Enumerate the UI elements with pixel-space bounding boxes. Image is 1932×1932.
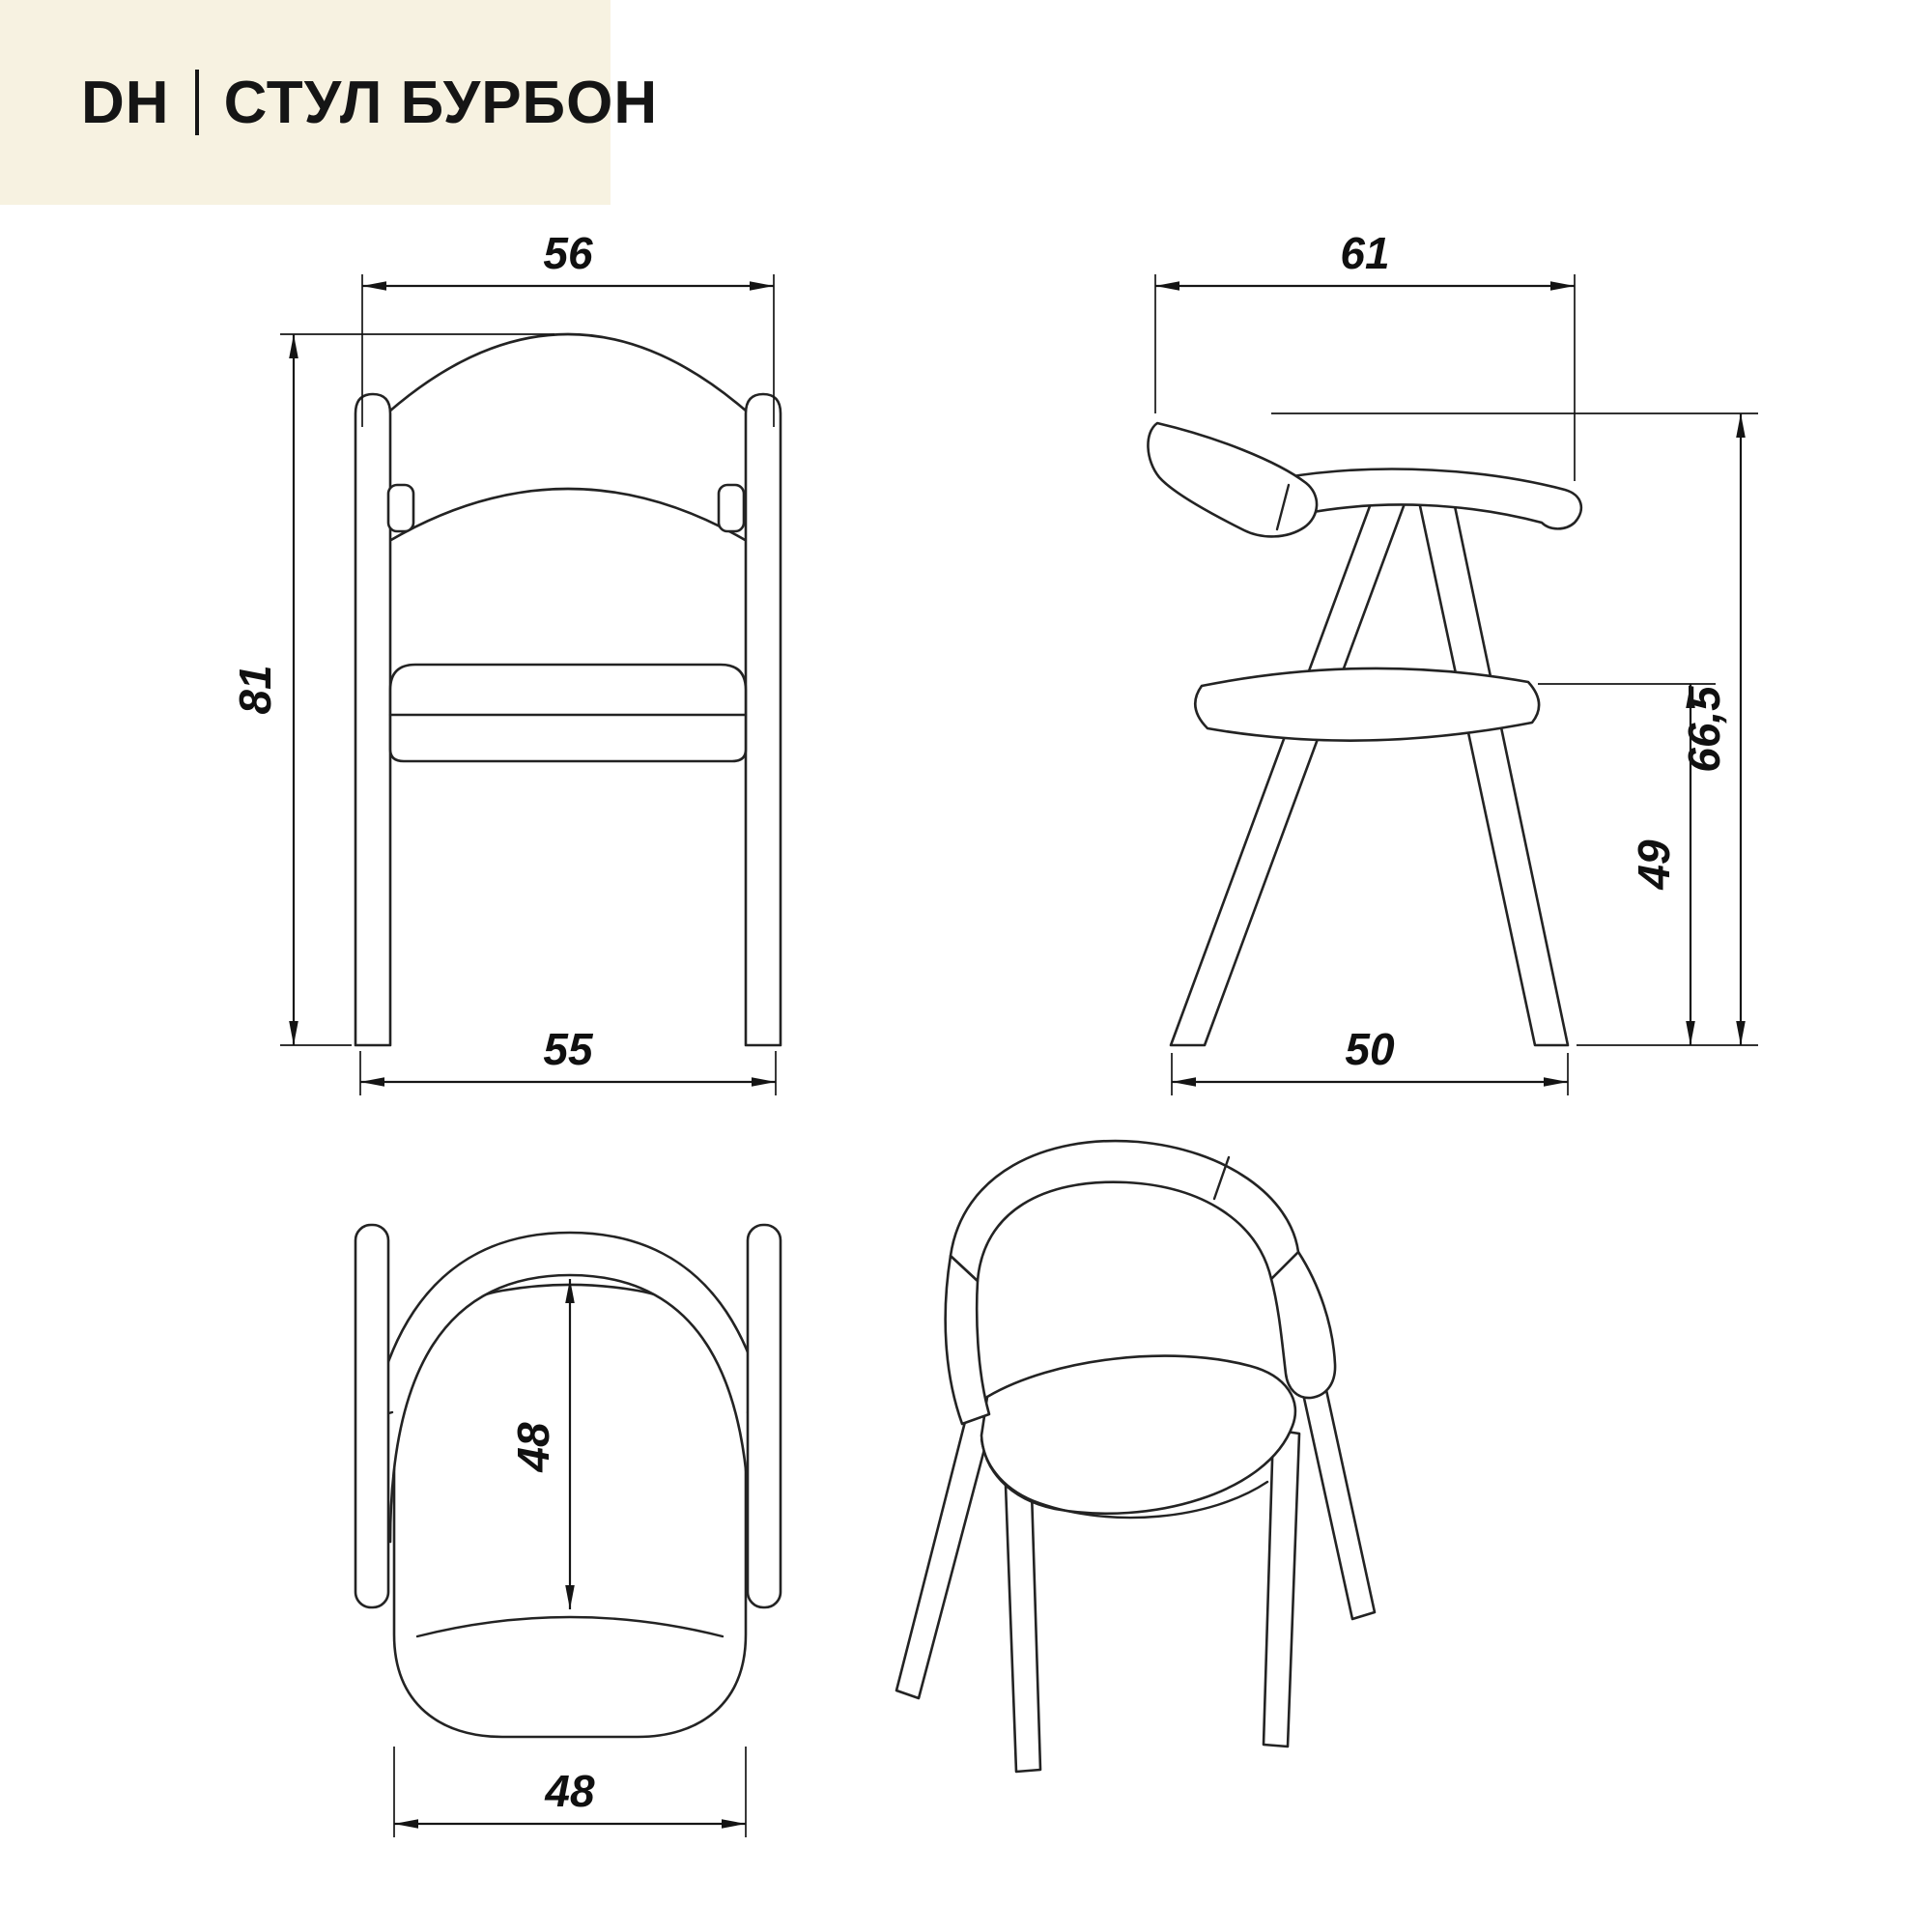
side-seat (1194, 667, 1541, 742)
side-backrest-seam (1275, 483, 1291, 531)
dim-side-seat-height: 49 (1629, 839, 1679, 891)
front-backrest (360, 332, 776, 543)
top-seat-front-seam (415, 1615, 724, 1638)
title-divider (194, 70, 199, 135)
front-view-drawing: 56 81 55 (230, 228, 782, 1095)
dim-top-seat-width: 48 (544, 1766, 595, 1816)
side-view-drawing: 61 66,5 49 50 (1147, 228, 1758, 1095)
front-left-bracket (386, 483, 415, 533)
persp-backrest-hoop (949, 1139, 1300, 1283)
persp-left-post (944, 1254, 991, 1426)
dim-front-bottom-width: 55 (543, 1024, 594, 1074)
persp-seat (980, 1354, 1297, 1516)
side-backrest (1147, 421, 1319, 538)
dim-front-top-width: 56 (543, 228, 593, 278)
persp-front-left-leg (1003, 1457, 1042, 1774)
front-right-bracket (717, 483, 746, 533)
persp-hoop-seam (1212, 1155, 1231, 1201)
persp-front-right-leg (1262, 1428, 1301, 1748)
dim-side-depth: 61 (1340, 228, 1389, 278)
dim-side-back-height: 66,5 (1679, 685, 1729, 773)
dim-top-seat-depth: 48 (508, 1422, 558, 1473)
front-left-post (354, 392, 392, 1047)
top-left-post (354, 1223, 390, 1609)
side-rear-leg (1169, 486, 1412, 1047)
page-title: СТУЛ БУРБОН (223, 69, 659, 136)
front-right-post (744, 392, 782, 1047)
side-armrest (1285, 468, 1583, 530)
header: DH СТУЛ БУРБОН (0, 0, 657, 205)
dim-side-base-depth: 50 (1345, 1024, 1395, 1074)
top-view-drawing: 48 48 (354, 1223, 782, 1837)
side-front-leg (1414, 486, 1570, 1047)
persp-right-arm (1269, 1250, 1337, 1400)
persp-seat-edge (980, 1437, 1269, 1520)
front-seat (388, 663, 748, 763)
top-right-post (746, 1223, 782, 1609)
persp-rear-right-leg (1296, 1366, 1377, 1621)
perspective-view-drawing (895, 1139, 1377, 1774)
brand-logo: DH (81, 69, 170, 136)
persp-rear-left-leg (895, 1408, 994, 1700)
dim-front-height: 81 (230, 665, 280, 714)
